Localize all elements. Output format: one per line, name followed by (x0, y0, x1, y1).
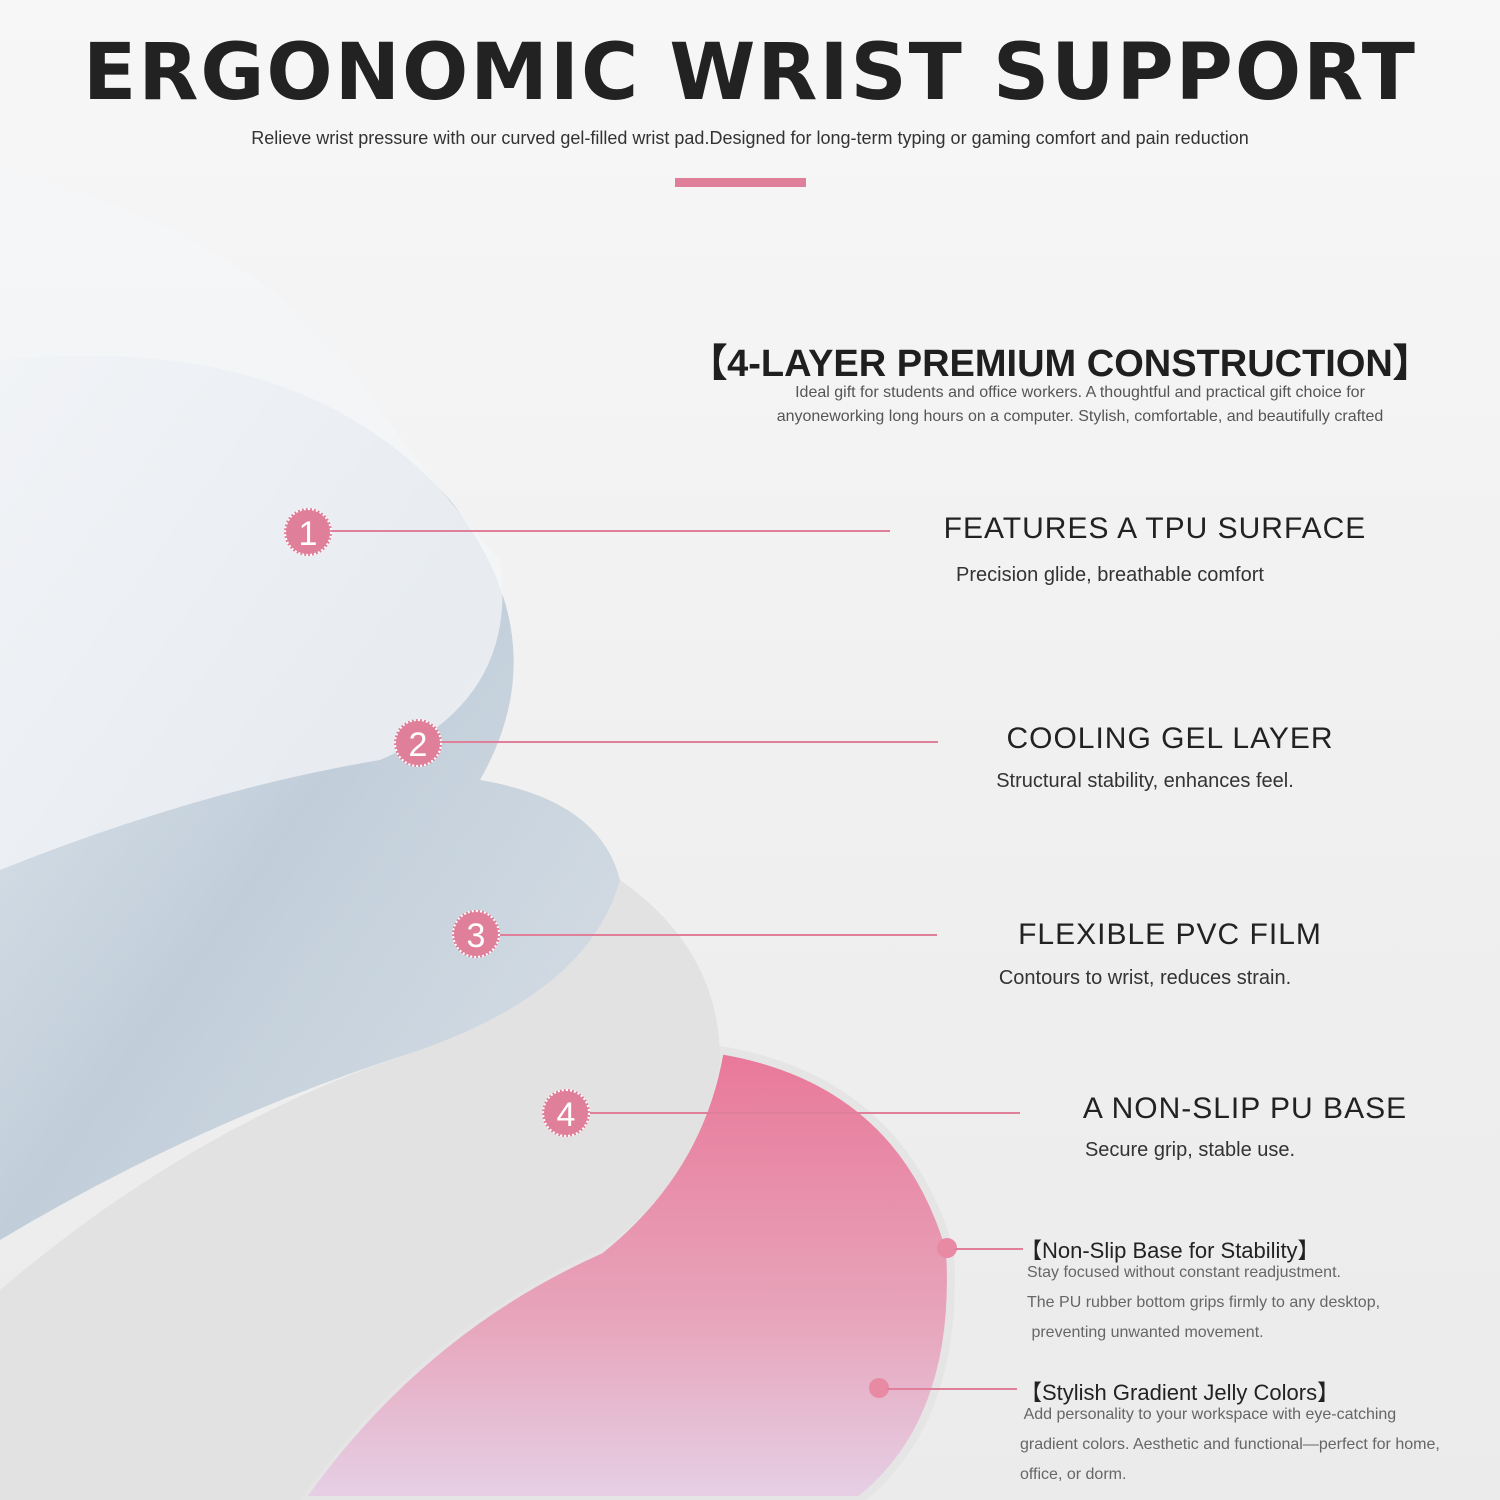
layer-number-badge: 4 (542, 1089, 590, 1137)
page-subtitle: Relieve wrist pressure with our curved g… (251, 128, 1249, 148)
callout-line (887, 1388, 1017, 1390)
construction-intro-line: Ideal gift for students and office worke… (795, 384, 1365, 401)
callout-line (590, 1112, 1020, 1114)
layer-number-badge: 2 (394, 719, 442, 767)
layer-title: COOLING GEL LAYER (1006, 722, 1334, 755)
callout-dot (937, 1238, 957, 1258)
pvc-film-layer (0, 880, 720, 1500)
callout-line (442, 741, 938, 743)
benefit-line: gradient colors. Aesthetic and functiona… (1020, 1436, 1440, 1453)
layer-desc: Precision glide, breathable comfort (956, 564, 1264, 586)
layer-number-badge: 3 (452, 910, 500, 958)
benefit-title: 【Stylish Gradient Jelly Colors】 (1020, 1380, 1340, 1405)
layer-title: FLEXIBLE PVC FILM (1018, 918, 1322, 951)
layer-title: FEATURES A TPU SURFACE (943, 512, 1367, 545)
accent-divider (675, 178, 806, 187)
callout-line (955, 1248, 1023, 1250)
page-title: ERGONOMIC WRIST SUPPORT (83, 28, 1417, 118)
tpu-surface-layer (0, 170, 503, 870)
layer-desc: Contours to wrist, reduces strain. (998, 967, 1292, 989)
callout-line (332, 530, 890, 532)
benefit-line: The PU rubber bottom grips firmly to any… (1027, 1294, 1381, 1311)
benefit-line: office, or dorm. (1020, 1466, 1127, 1483)
layer-desc: Secure grip, stable use. (1084, 1139, 1296, 1161)
benefit-line: preventing unwanted movement. (1027, 1324, 1264, 1341)
benefit-line: Stay focused without constant readjustme… (1027, 1264, 1341, 1281)
layer-number-badge: 1 (284, 508, 332, 556)
callout-dot (869, 1378, 889, 1398)
benefit-line: Add personality to your workspace with e… (1020, 1406, 1397, 1423)
callout-line (500, 934, 937, 936)
layer-title: A NON-SLIP PU BASE (1082, 1092, 1408, 1125)
construction-heading: 【4-LAYER PREMIUM CONSTRUCTION】 (689, 343, 1431, 385)
construction-intro-line: anyoneworking long hours on a computer. … (776, 408, 1384, 425)
layer-desc: Structural stability, enhances feel. (996, 770, 1294, 792)
benefit-title: 【Non-Slip Base for Stability】 (1020, 1238, 1320, 1263)
